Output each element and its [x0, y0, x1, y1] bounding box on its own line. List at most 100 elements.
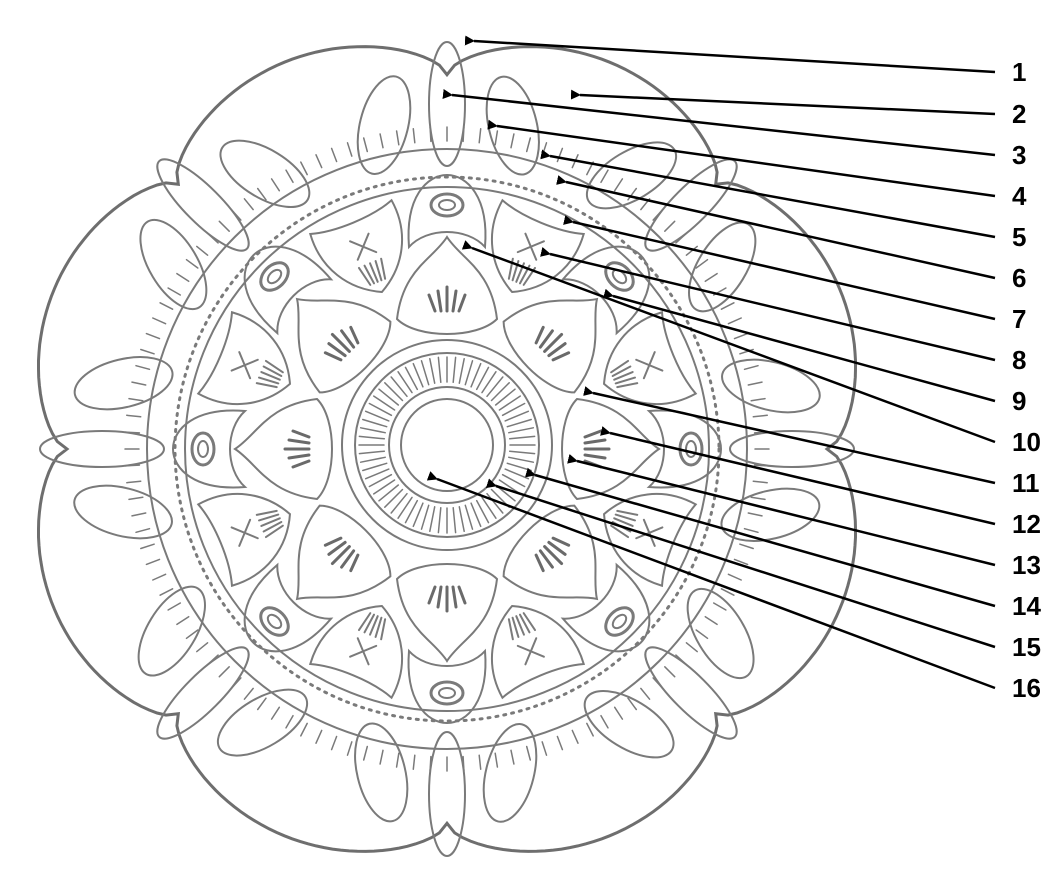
star-petals [198, 200, 696, 698]
ray-tick [177, 617, 189, 625]
center-ray [509, 428, 534, 433]
ray-tick [751, 399, 765, 401]
ray-tick [219, 667, 229, 677]
ray-tick [127, 481, 141, 483]
ray-tick [751, 497, 765, 499]
ray-tick [653, 210, 662, 220]
ray-tick [146, 334, 159, 339]
ray-tick [364, 138, 368, 152]
center-ray [391, 377, 407, 396]
leaf-petal [207, 676, 317, 769]
ray-tick [557, 148, 562, 161]
ray-tick [153, 574, 166, 580]
ray-tick [301, 162, 307, 175]
label-number: 3 [1012, 140, 1026, 170]
ray-tick [676, 655, 686, 664]
seed-petal [226, 565, 331, 670]
mandala-drawing [39, 42, 856, 856]
inner-lotus-petal [235, 399, 332, 499]
label-arrow [474, 41, 995, 72]
label-number: 12 [1012, 509, 1041, 539]
label-arrow [550, 156, 995, 237]
ray-tick [177, 274, 189, 282]
center-ray [487, 377, 503, 396]
ray-tick [748, 382, 762, 385]
center-ray [430, 507, 435, 532]
label-arrow [452, 95, 995, 155]
label-number: 2 [1012, 99, 1026, 129]
ray-tick [615, 707, 623, 719]
ray-tick [127, 415, 141, 417]
center-ray [510, 436, 535, 438]
ray-tick [479, 755, 481, 769]
label-number: 4 [1012, 181, 1027, 211]
label-number: 6 [1012, 263, 1026, 293]
center-ray [391, 494, 407, 513]
center-ray [422, 361, 429, 385]
center-ray [363, 463, 387, 470]
ring-mid [185, 187, 709, 711]
center-ray [363, 420, 387, 427]
center-ray [438, 508, 440, 533]
ray-tick [587, 723, 593, 736]
center-ray [507, 420, 531, 427]
ray-tick [753, 481, 767, 483]
ray-tick [380, 134, 383, 148]
seed-petal [226, 228, 331, 333]
ray-tick [132, 382, 146, 385]
ray-tick [244, 199, 253, 210]
center-ray [438, 357, 440, 382]
ray-tick [286, 170, 293, 182]
ray-tick [141, 544, 154, 548]
ray-tick [463, 127, 464, 141]
outer-petal [146, 148, 259, 261]
ray-tick [686, 643, 697, 652]
center-ray [430, 359, 435, 384]
ray-tick [413, 129, 415, 143]
ray-tick [511, 750, 514, 764]
ray-tick [641, 688, 650, 699]
ray-tick [542, 742, 546, 755]
ray-tick [232, 678, 241, 688]
leaf-petal [676, 212, 769, 322]
ray-tick [219, 221, 229, 231]
ray-tick [653, 678, 662, 688]
ray-tick [430, 127, 431, 141]
ray-tick [197, 246, 208, 255]
ray-tick [753, 415, 767, 417]
center-ray [507, 463, 531, 470]
ray-tick [160, 589, 173, 595]
leaf-petal [127, 209, 220, 319]
center-ray [496, 389, 515, 405]
ray-tick [615, 179, 623, 191]
center-ray [379, 485, 398, 501]
ray-tick [696, 630, 707, 638]
leaf-petal [125, 576, 218, 686]
ray-tick [125, 432, 139, 433]
center-ray [379, 389, 398, 405]
ray-tick [332, 737, 337, 750]
center-ring-inner [389, 387, 505, 503]
ray-tick [527, 747, 531, 761]
center-ray [465, 505, 472, 529]
ray-tick [316, 155, 322, 168]
ray-tick [527, 138, 531, 152]
ray-tick [601, 170, 608, 182]
ray-tick [542, 143, 546, 156]
label-number: 15 [1012, 632, 1041, 662]
ray-tick [146, 559, 159, 564]
ray-tick [495, 753, 497, 767]
outer-petal [634, 148, 747, 261]
center-ray [453, 357, 455, 382]
ray-tick [208, 234, 218, 243]
inner-lotus-petal [562, 399, 659, 499]
ray-tick [168, 288, 180, 295]
ray-tick [714, 603, 726, 610]
leaf-petal [574, 678, 684, 771]
ray-tick [728, 574, 741, 580]
ray-tick [208, 655, 218, 664]
ray-tick [258, 698, 266, 709]
ray-tick [244, 688, 253, 699]
